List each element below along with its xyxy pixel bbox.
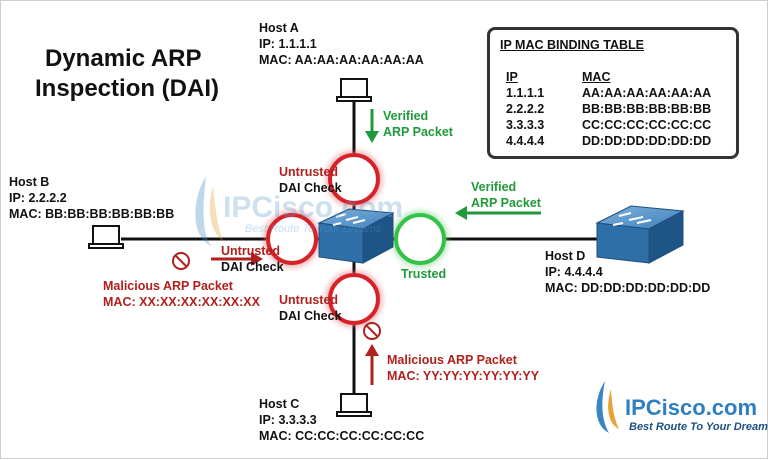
malicious-arrow-up-icon — [365, 344, 379, 385]
malicious-arrow-right-icon — [211, 252, 263, 266]
binding-row-4-mac: DD:DD:DD:DD:DD:DD — [582, 134, 712, 148]
host-a-name: Host A — [259, 21, 299, 35]
binding-row-4-ip: 4.4.4.4 — [506, 134, 545, 148]
host-c-ip: IP: 3.3.3.3 — [259, 413, 317, 427]
binding-table-title: IP MAC BINDING TABLE — [500, 38, 644, 52]
binding-row-1-mac: AA:AA:AA:AA:AA:AA — [582, 86, 712, 100]
watermark-center-brand: IPCisco.com — [223, 191, 404, 224]
port-bottom-state: Untrusted — [279, 293, 339, 307]
ip-mac-binding-table: IP MAC BINDING TABLE IP MAC 1.1.1.1 AA:A… — [487, 27, 739, 159]
host-d-ip: IP: 4.4.4.4 — [545, 265, 603, 279]
malicious-packet-b-label: Malicious ARP Packet — [103, 279, 233, 293]
port-bottom-untrusted — [328, 273, 380, 325]
port-bottom-check: DAI Check — [279, 309, 342, 323]
logo-brand: IPCisco.com — [625, 395, 758, 420]
binding-table-header-ip: IP — [506, 70, 518, 84]
host-b-laptop-icon — [88, 225, 124, 249]
port-right-trusted — [394, 213, 446, 265]
watermark-center — [195, 176, 223, 246]
host-a-laptop-icon — [336, 78, 372, 102]
binding-row-2-mac: BB:BB:BB:BB:BB:BB — [582, 102, 712, 116]
host-d-name: Host D — [545, 249, 586, 263]
host-a-mac: MAC: AA:AA:AA:AA:AA:AA — [259, 53, 424, 67]
port-top-state: Untrusted — [279, 165, 339, 179]
port-left-check: DAI Check — [221, 260, 284, 274]
malicious-packet-b-mac: MAC: XX:XX:XX:XX:XX:XX — [103, 295, 260, 309]
host-c-name: Host C — [259, 397, 300, 411]
malicious-packet-c-mac: MAC: YY:YY:YY:YY:YY:YY — [387, 369, 540, 383]
port-top-check: DAI Check — [279, 181, 342, 195]
verified-packet-a-line2: ARP Packet — [383, 125, 453, 139]
ipcisco-logo-icon — [596, 381, 619, 433]
host-a-ip: IP: 1.1.1.1 — [259, 37, 317, 51]
malicious-packet-c-label: Malicious ARP Packet — [387, 353, 517, 367]
verified-packet-d-line2: ARP Packet — [471, 196, 541, 210]
verified-packet-a-line1: Verified — [383, 109, 429, 123]
port-left-untrusted — [266, 213, 318, 265]
binding-table-header-mac: MAC — [582, 70, 611, 84]
binding-row-2-ip: 2.2.2.2 — [506, 102, 545, 116]
logo-tagline: Best Route To Your Dreams — [629, 421, 768, 433]
host-b-ip: IP: 2.2.2.2 — [9, 191, 67, 205]
blocked-icon-host-b — [172, 252, 190, 270]
host-b-name: Host B — [9, 175, 50, 189]
verified-arrow-left-icon — [455, 206, 541, 220]
blocked-icon-host-c — [363, 322, 381, 340]
verified-arrow-down-icon — [365, 109, 379, 143]
diagram-title-line1: Dynamic ARP — [45, 45, 202, 72]
binding-row-1-ip: 1.1.1.1 — [506, 86, 545, 100]
diagram-title-line2: Inspection (DAI) — [35, 75, 219, 102]
verified-packet-d-line1: Verified — [471, 180, 517, 194]
binding-row-3-mac: CC:CC:CC:CC:CC:CC — [582, 118, 712, 132]
central-switch-icon — [317, 208, 395, 264]
port-right-state: Trusted — [401, 267, 447, 281]
binding-row-3-ip: 3.3.3.3 — [506, 118, 545, 132]
port-left-state: Untrusted — [221, 244, 281, 258]
host-c-laptop-icon — [336, 393, 372, 417]
host-d-mac: MAC: DD:DD:DD:DD:DD:DD — [545, 281, 711, 295]
watermark-center-tagline: Best Route To Your Dreams — [245, 223, 382, 235]
port-top-untrusted — [328, 153, 380, 205]
host-d-switch-icon — [595, 205, 685, 264]
host-c-mac: MAC: CC:CC:CC:CC:CC:CC — [259, 429, 425, 443]
host-b-mac: MAC: BB:BB:BB:BB:BB:BB — [9, 207, 175, 221]
